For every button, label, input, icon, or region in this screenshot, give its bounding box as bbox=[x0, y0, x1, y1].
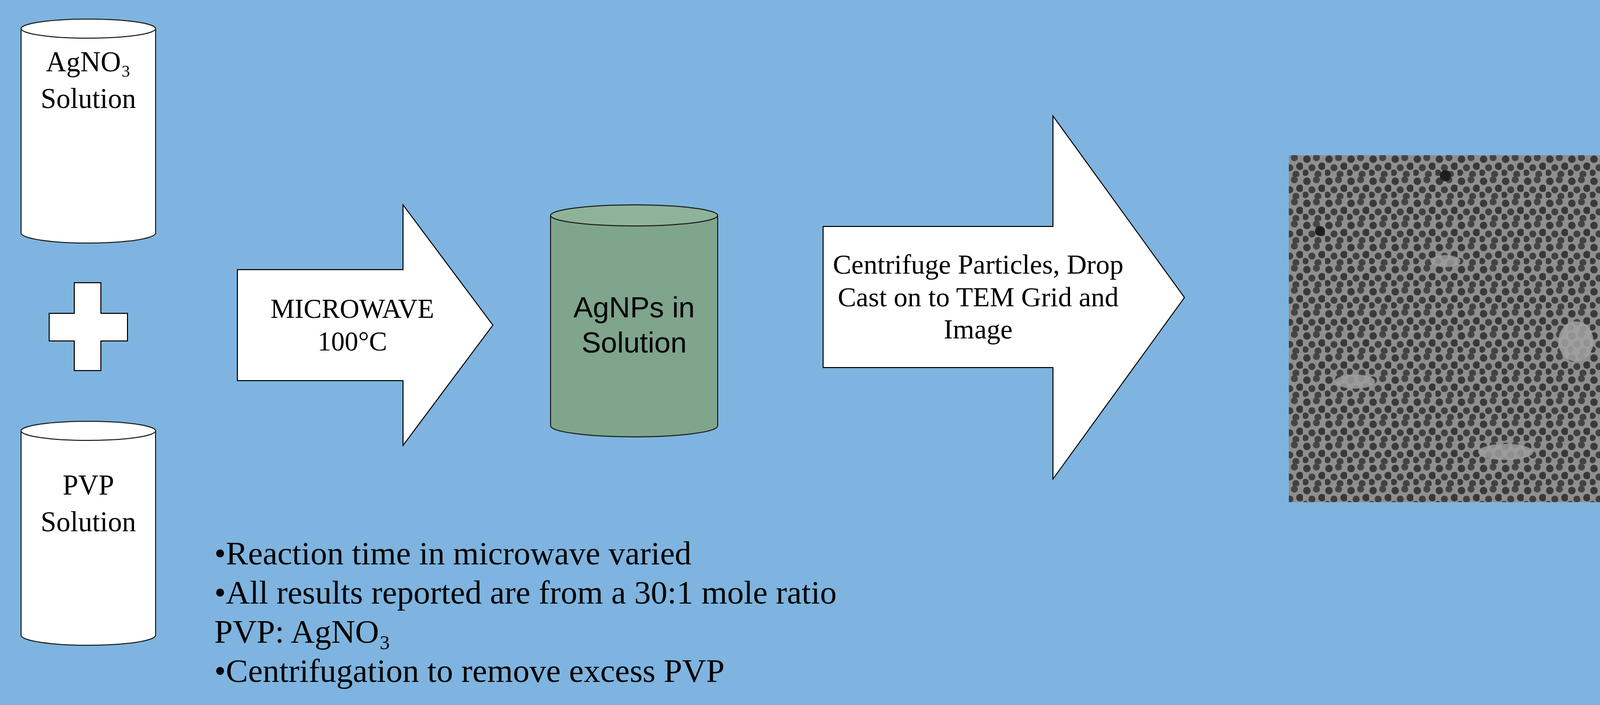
node-text-area: AgNO₃ Solution bbox=[25, 43, 152, 145]
note-text: •Centrifugation to remove excess PVP bbox=[214, 650, 877, 691]
node-text-area: Centrifuge Particles, Drop Cast on to TE… bbox=[832, 228, 1124, 366]
product-cylinder: AgNPs in Solution bbox=[550, 204, 719, 437]
node-outline bbox=[236, 204, 494, 446]
process-arrow: MICROWAVE 100°C bbox=[236, 204, 494, 446]
tem-image bbox=[1288, 155, 1600, 502]
node-label: AgNPs in Solution bbox=[556, 289, 713, 360]
node-label: PVP Solution bbox=[25, 466, 152, 541]
process-arrow: Centrifuge Particles, Drop Cast on to TE… bbox=[822, 115, 1186, 480]
node-text-area: PVP Solution bbox=[25, 466, 152, 568]
node-text-area: MICROWAVE 100°C bbox=[242, 271, 462, 379]
node-label: AgNO₃ Solution bbox=[25, 43, 152, 117]
node-label: MICROWAVE 100°C bbox=[242, 292, 462, 358]
solution-cylinder: AgNO₃ Solution bbox=[20, 18, 157, 243]
node-label: Centrifuge Particles, Drop Cast on to TE… bbox=[832, 248, 1124, 347]
node-text-area: AgNPs in Solution bbox=[556, 224, 713, 426]
note-text: •Reaction time in microwave varied bbox=[214, 533, 877, 573]
plus-sign bbox=[49, 282, 128, 371]
solution-cylinder: PVP Solution bbox=[20, 420, 157, 645]
notes: •Reaction time in microwave varied•All r… bbox=[214, 533, 877, 691]
note-text: •All results reported are from a 30:1 mo… bbox=[214, 572, 877, 651]
